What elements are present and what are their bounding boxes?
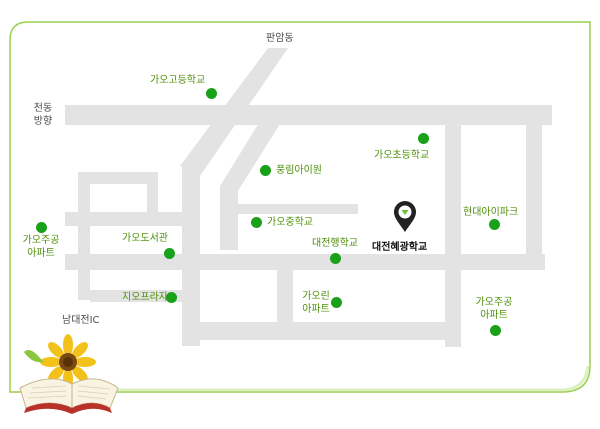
road-mid-short (238, 204, 358, 214)
poi-dot-library (164, 248, 175, 259)
poi-label-jugong-west-line1: 가오주공 (22, 235, 60, 246)
area-label-southwest: 남대전IC (62, 315, 100, 326)
poi-dot-gao-high (206, 88, 217, 99)
area-label-west-line2: 방향 (33, 116, 53, 127)
road-diagonal-main (180, 48, 288, 176)
poi-label-jugong-east-line2: 아파트 (480, 310, 508, 321)
poi-dot-jugong-west (36, 222, 47, 233)
poi-label-pungrim: 풍림아이원 (276, 165, 322, 176)
area-label-west-line1: 천동 (33, 103, 53, 114)
poi-dot-jugong-east (490, 325, 501, 336)
poi-label-jugong-west: 가오주공 아파트 (18, 234, 64, 260)
road-box-top (78, 172, 158, 184)
road-top-horizontal (65, 105, 552, 125)
sunflower-icon (40, 334, 96, 390)
road-diagonal-inner (220, 118, 280, 194)
poi-label-daejeon-haeng: 대전행학교 (312, 238, 358, 249)
road-box-right (147, 172, 158, 218)
poi-dot-daejeon-haeng (330, 253, 341, 264)
poi-label-library: 가오도서관 (122, 233, 168, 244)
road-lower-horizontal (182, 322, 446, 340)
map-pin-icon (394, 201, 416, 232)
poi-label-gaorin-line2: 아파트 (302, 304, 330, 315)
sunflower-and-open-book (19, 334, 119, 414)
poi-label-ji-oh: 지오프라자 (122, 292, 168, 303)
area-label-west: 천동 방향 (30, 102, 56, 128)
poi-label-gao-elem: 가오초등학교 (374, 150, 430, 161)
poi-label-jugong-east: 가오주공 아파트 (471, 296, 517, 322)
poi-dot-gao-elem (418, 133, 429, 144)
area-label-north: 판암동 (266, 33, 294, 44)
frame-bottom-glow (80, 365, 590, 392)
road-lower-stub-left (90, 290, 185, 302)
poi-label-jugong-east-line1: 가오주공 (475, 297, 513, 308)
road-network (65, 48, 552, 347)
poi-label-hyundai: 현대아이파크 (463, 207, 519, 218)
road-vertical-left-b (220, 186, 238, 250)
poi-label-gaorin-line1: 가오린 (302, 291, 330, 302)
road-vertical-right-a (445, 105, 461, 347)
poi-dot-hyundai (489, 219, 500, 230)
road-box-left (78, 172, 90, 300)
poi-label-jugong-west-line2: 아파트 (27, 248, 55, 259)
poi-label-gao-high: 가오고등학교 (150, 75, 206, 86)
destination-label: 대전혜광학교 (372, 242, 428, 253)
poi-label-gaorin: 가오린 아파트 (296, 290, 336, 316)
road-lower-vertical (277, 270, 293, 322)
poi-dot-gao-middle (251, 217, 262, 228)
road-west-horizontal-2 (65, 254, 545, 270)
poi-dot-pungrim (260, 165, 271, 176)
poi-label-gao-middle: 가오중학교 (267, 217, 313, 228)
road-west-horizontal-1 (65, 212, 185, 226)
open-book-icon (19, 378, 119, 414)
road-vertical-right-b (526, 105, 542, 270)
poi-dot-ji-oh (166, 292, 177, 303)
poi-dot-gaorin (331, 297, 342, 308)
sunflower-leaf (24, 350, 44, 363)
